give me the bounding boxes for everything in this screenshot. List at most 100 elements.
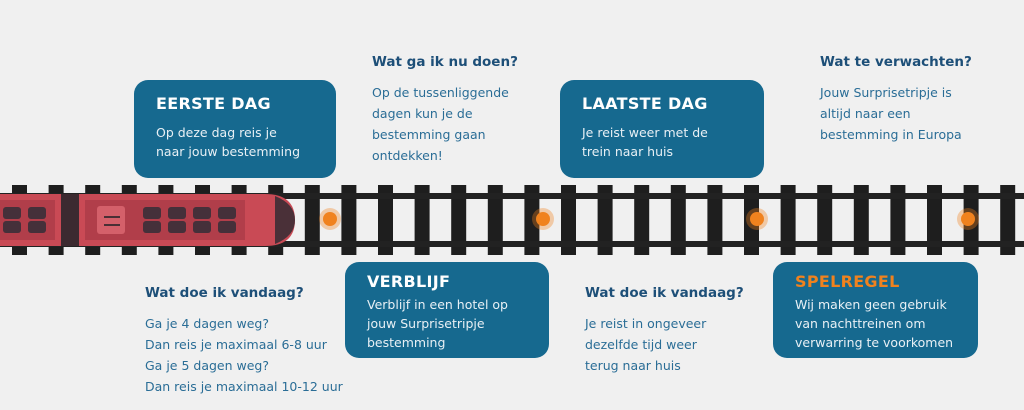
sleeper (341, 199, 357, 241)
box-text: naar jouw bestemming (156, 144, 301, 159)
box-text: Je reist weer met de (582, 125, 708, 140)
sleeper (780, 185, 796, 193)
note-text: dezelfde tijd weer (585, 337, 697, 352)
box-text: jouw Surprisetripje (367, 316, 485, 331)
rail (0, 241, 1024, 247)
note-wat-ga-ik-nu-doen: Wat ga ik nu doen? Op de tussenliggende … (372, 54, 518, 166)
note-text: Op de tussenliggende (372, 85, 509, 100)
sleeper (963, 247, 979, 255)
note-wat-doe-ik-vandaag-1: Wat doe ik vandaag? Ga je 4 dagen weg? D… (145, 285, 343, 397)
sleeper (890, 185, 906, 193)
sleeper (487, 185, 503, 193)
box-text: trein naar huis (582, 144, 674, 159)
sleeper (890, 199, 906, 241)
box-text: Verblijf in een hotel op (367, 297, 508, 312)
box-title: EERSTE DAG (156, 94, 271, 113)
sleeper (378, 247, 393, 255)
sleeper (561, 185, 576, 193)
box-text: van nachttreinen om (795, 316, 926, 331)
sleeper (597, 185, 613, 193)
note-text: ontdekken! (372, 148, 443, 163)
sleeper (561, 247, 576, 255)
sleeper (414, 199, 430, 241)
sleeper (634, 199, 650, 241)
sleeper (158, 247, 174, 255)
box-laatste-dag: LAATSTE DAG Je reist weer met de trein n… (560, 80, 764, 178)
sleeper (414, 247, 430, 255)
sleeper (231, 247, 247, 255)
sleeper (670, 199, 686, 241)
sleeper (963, 185, 979, 193)
sleeper (561, 199, 576, 241)
sleeper (12, 185, 27, 193)
train-icon (0, 194, 295, 246)
sleeper (341, 185, 357, 193)
sleeper (268, 247, 284, 255)
sleeper (707, 199, 723, 241)
sleeper (195, 185, 210, 193)
sleeper (670, 247, 686, 255)
sleeper (597, 247, 613, 255)
sleeper (524, 199, 540, 241)
sleeper (1000, 247, 1016, 255)
rail (0, 193, 1024, 199)
sleeper (304, 199, 320, 241)
sleeper (268, 185, 284, 193)
note-text: altijd naar een (820, 106, 911, 121)
note-wat-te-verwachten: Wat te verwachten? Jouw Surprisetripje i… (820, 54, 972, 145)
note-text: dagen kun je de (372, 106, 473, 121)
sleeper (744, 185, 759, 193)
sleeper (48, 185, 64, 193)
sleeper (853, 185, 869, 193)
sleeper (524, 185, 540, 193)
sleeper (231, 185, 247, 193)
sleeper (817, 247, 833, 255)
sleeper (670, 185, 686, 193)
box-text: verwarring te voorkomen (795, 335, 954, 350)
sleeper (378, 199, 393, 241)
sleeper (817, 185, 833, 193)
sleeper (634, 185, 650, 193)
sleeper (85, 185, 101, 193)
sleeper (524, 247, 540, 255)
box-spelregel: SPELREGEL Wij maken geen gebruik van nac… (773, 262, 978, 358)
sleeper (304, 185, 320, 193)
stop-marker (536, 212, 550, 226)
stop-marker (750, 212, 764, 226)
sleeper (487, 247, 503, 255)
note-text: Dan reis je maximaal 10-12 uur (145, 379, 343, 394)
box-text: Wij maken geen gebruik (795, 297, 947, 312)
sleeper (634, 247, 650, 255)
sleeper (853, 199, 869, 241)
sleeper (597, 199, 613, 241)
sleeper (927, 199, 942, 241)
box-title: VERBLIJF (367, 272, 451, 291)
sleeper (927, 247, 942, 255)
note-text: Je reist in ongeveer (585, 316, 707, 331)
sleeper (195, 247, 210, 255)
sleeper (121, 247, 137, 255)
note-text: terug naar huis (585, 358, 681, 373)
sleeper (817, 199, 833, 241)
sleeper (451, 199, 467, 241)
sleeper (487, 199, 503, 241)
sleeper (304, 247, 320, 255)
sleeper (927, 185, 942, 193)
note-title: Wat te verwachten? (820, 54, 972, 70)
note-text: Ga je 5 dagen weg? (145, 358, 269, 373)
note-text: bestemming gaan (372, 127, 486, 142)
sleeper (85, 247, 101, 255)
sleeper (414, 185, 430, 193)
note-text: bestemming in Europa (820, 127, 962, 142)
sleeper (1000, 199, 1016, 241)
sleeper (121, 185, 137, 193)
sleeper (780, 247, 796, 255)
sleeper (707, 185, 723, 193)
stop-marker (961, 212, 975, 226)
note-text: Jouw Surprisetripje is (820, 85, 952, 100)
box-text: bestemming (367, 335, 446, 350)
note-wat-doe-ik-vandaag-2: Wat doe ik vandaag? Je reist in ongeveer… (585, 285, 744, 376)
sleeper (378, 185, 393, 193)
sleeper (451, 247, 467, 255)
sleeper (1000, 185, 1016, 193)
